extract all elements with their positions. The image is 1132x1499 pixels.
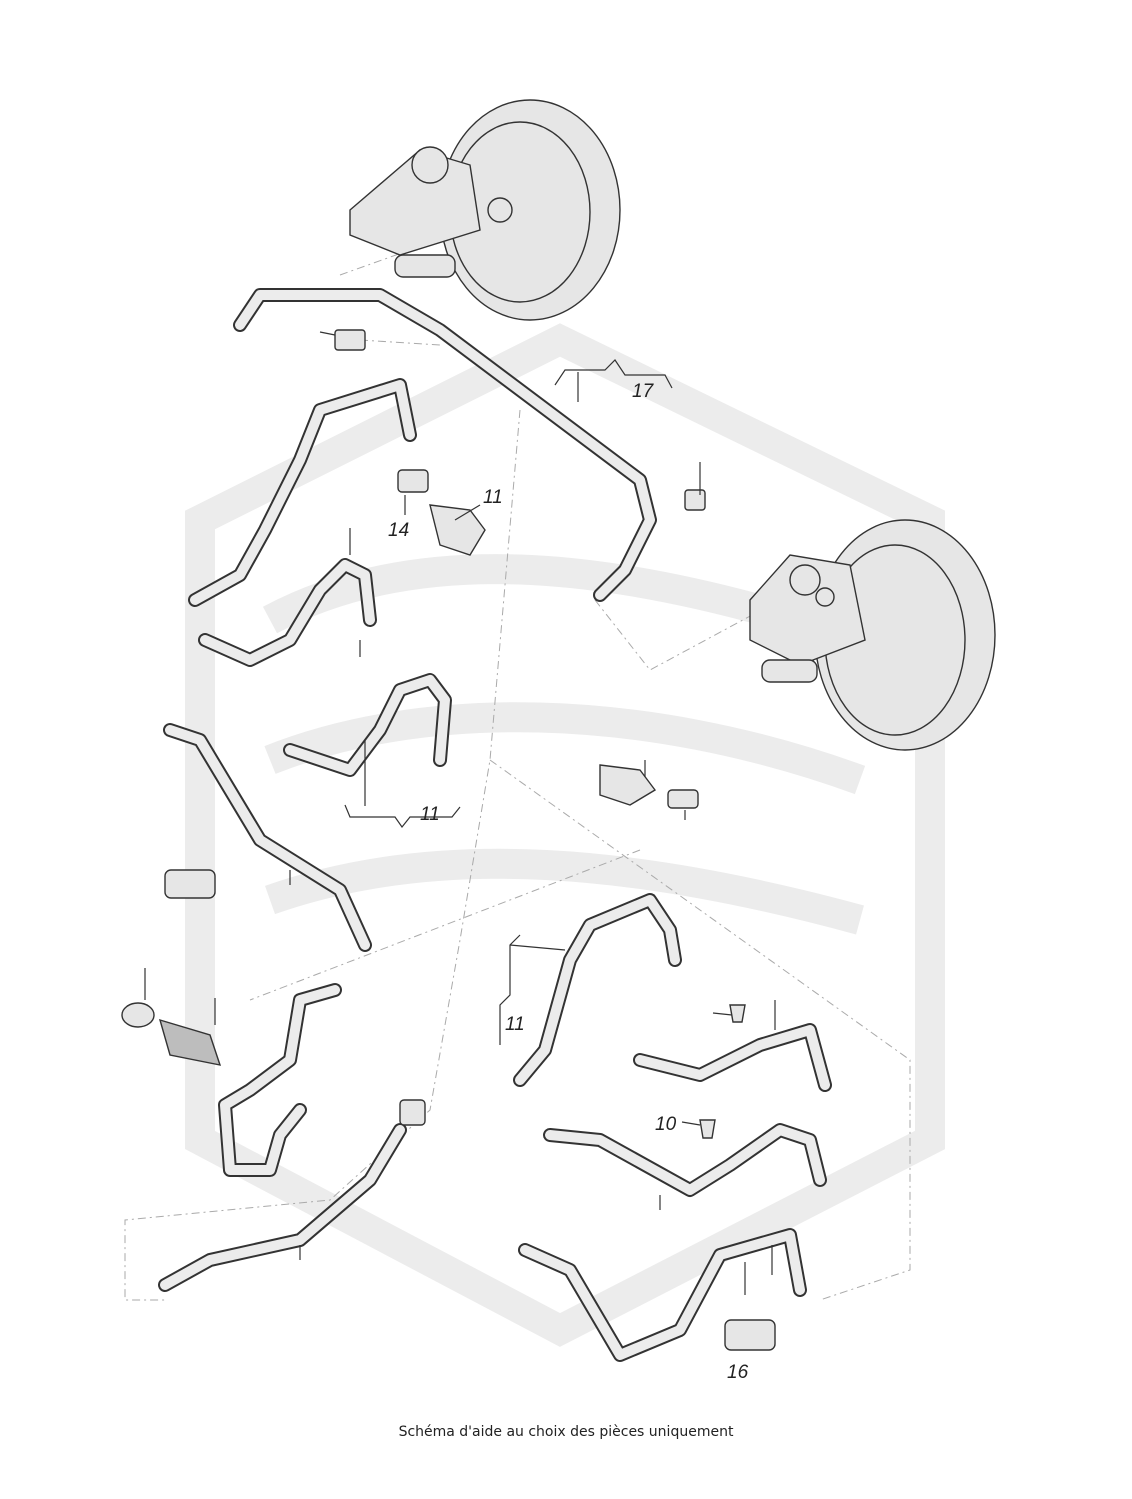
hose-17 (233, 288, 657, 602)
small-parts (121, 329, 776, 1351)
callout-10: 10 (655, 1114, 677, 1135)
footer-note: Schéma d'aide au choix des pièces unique… (398, 1424, 734, 1440)
pressure-sensor-top (429, 504, 486, 556)
double-clip-left (164, 869, 216, 899)
double-clip-16 (724, 1319, 776, 1351)
hose-group (158, 378, 832, 1362)
hose-clamp (121, 1002, 155, 1028)
check-valve (158, 1018, 222, 1066)
callout-14: 14 (388, 520, 409, 541)
callout-16: 16 (727, 1362, 749, 1383)
pressure-sensor-mid (599, 764, 657, 806)
vacuum-hose-exploded-diagram: 17 11 14 11 11 10 16 (121, 99, 996, 1383)
reference-lines (124, 249, 911, 1301)
connector-14 (397, 469, 429, 493)
brake-booster-top (349, 99, 621, 321)
cap-10 (699, 1119, 716, 1139)
leader-lines (144, 331, 776, 1295)
callout-11-bracket-mid: 11 (420, 804, 440, 825)
clip-17 (684, 489, 706, 511)
callout-17: 17 (632, 381, 655, 402)
callout-11-sensor: 11 (483, 487, 503, 508)
brake-booster-right (749, 519, 996, 751)
callout-11-bracket-low: 11 (505, 1014, 525, 1035)
check-valve-lower (399, 1099, 426, 1126)
clip-top (334, 329, 366, 351)
cap-upper (729, 1004, 746, 1023)
connector-mid (667, 789, 699, 809)
